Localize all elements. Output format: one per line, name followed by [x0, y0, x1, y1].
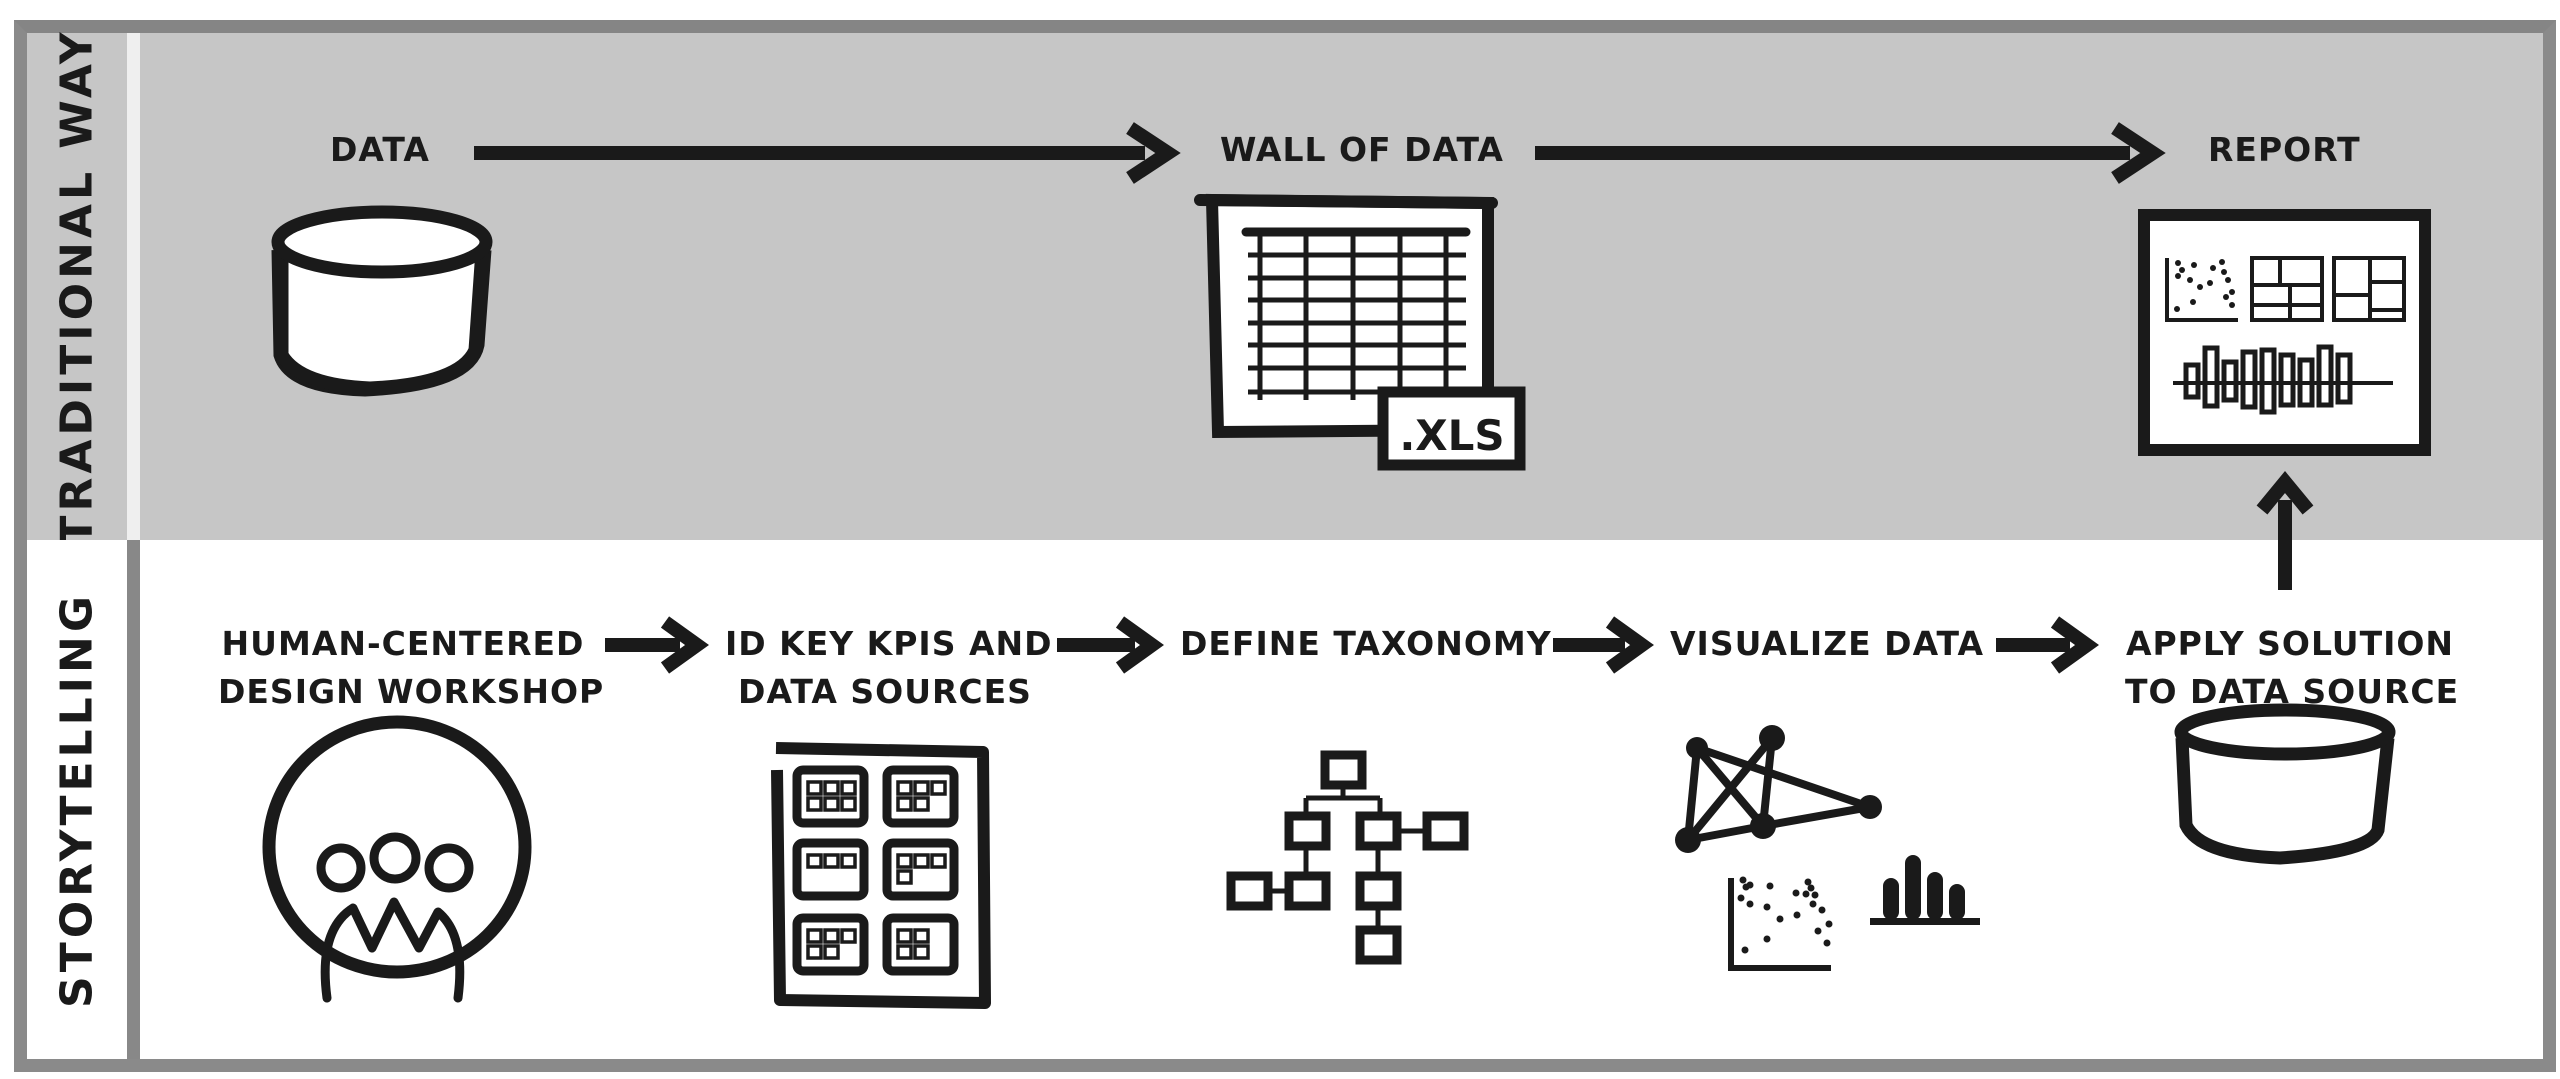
step-label-report: REPORT: [2208, 130, 2361, 169]
step-label-line: HUMAN-CENTERED: [221, 624, 585, 663]
step-label-line: DESIGN WORKSHOP: [218, 672, 605, 711]
storytelling-row: STORYTELLING: [27, 540, 2543, 1059]
step-label-line: DATA SOURCES: [738, 672, 1032, 711]
step-label-line: VISUALIZE DATA: [1670, 624, 1985, 663]
step-label-wall-of-data: WALL OF DATA: [1220, 130, 1504, 169]
diagram-frame: TRADITIONAL WAY STORYTELLING: [14, 20, 2556, 1072]
step-label-line: ID KEY KPIS AND: [725, 624, 1053, 663]
row-label-column: STORYTELLING: [27, 540, 127, 1059]
step-label-line: TO DATA SOURCE: [2125, 672, 2460, 711]
row-label-storytelling: STORYTELLING: [51, 591, 103, 1008]
step-label-line: DEFINE TAXONOMY: [1180, 624, 1552, 663]
traditional-way-row: TRADITIONAL WAY: [27, 28, 2543, 545]
row-label-column: TRADITIONAL WAY: [27, 28, 127, 545]
step-label-kpis: ID KEY KPIS AND DATA SOURCES: [725, 620, 1053, 716]
step-label-line: APPLY SOLUTION: [2125, 624, 2455, 663]
step-label-apply: APPLY SOLUTION TO DATA SOURCE: [2125, 620, 2460, 716]
step-label-taxonomy: DEFINE TAXONOMY: [1180, 620, 1552, 668]
row-divider: [127, 540, 140, 1059]
row-divider: [127, 33, 140, 540]
step-label-data: DATA: [330, 130, 430, 169]
row-label-traditional: TRADITIONAL WAY: [51, 27, 103, 546]
step-label-visualize: VISUALIZE DATA: [1670, 620, 1985, 668]
step-label-workshop: HUMAN-CENTERED DESIGN WORKSHOP: [218, 620, 605, 716]
